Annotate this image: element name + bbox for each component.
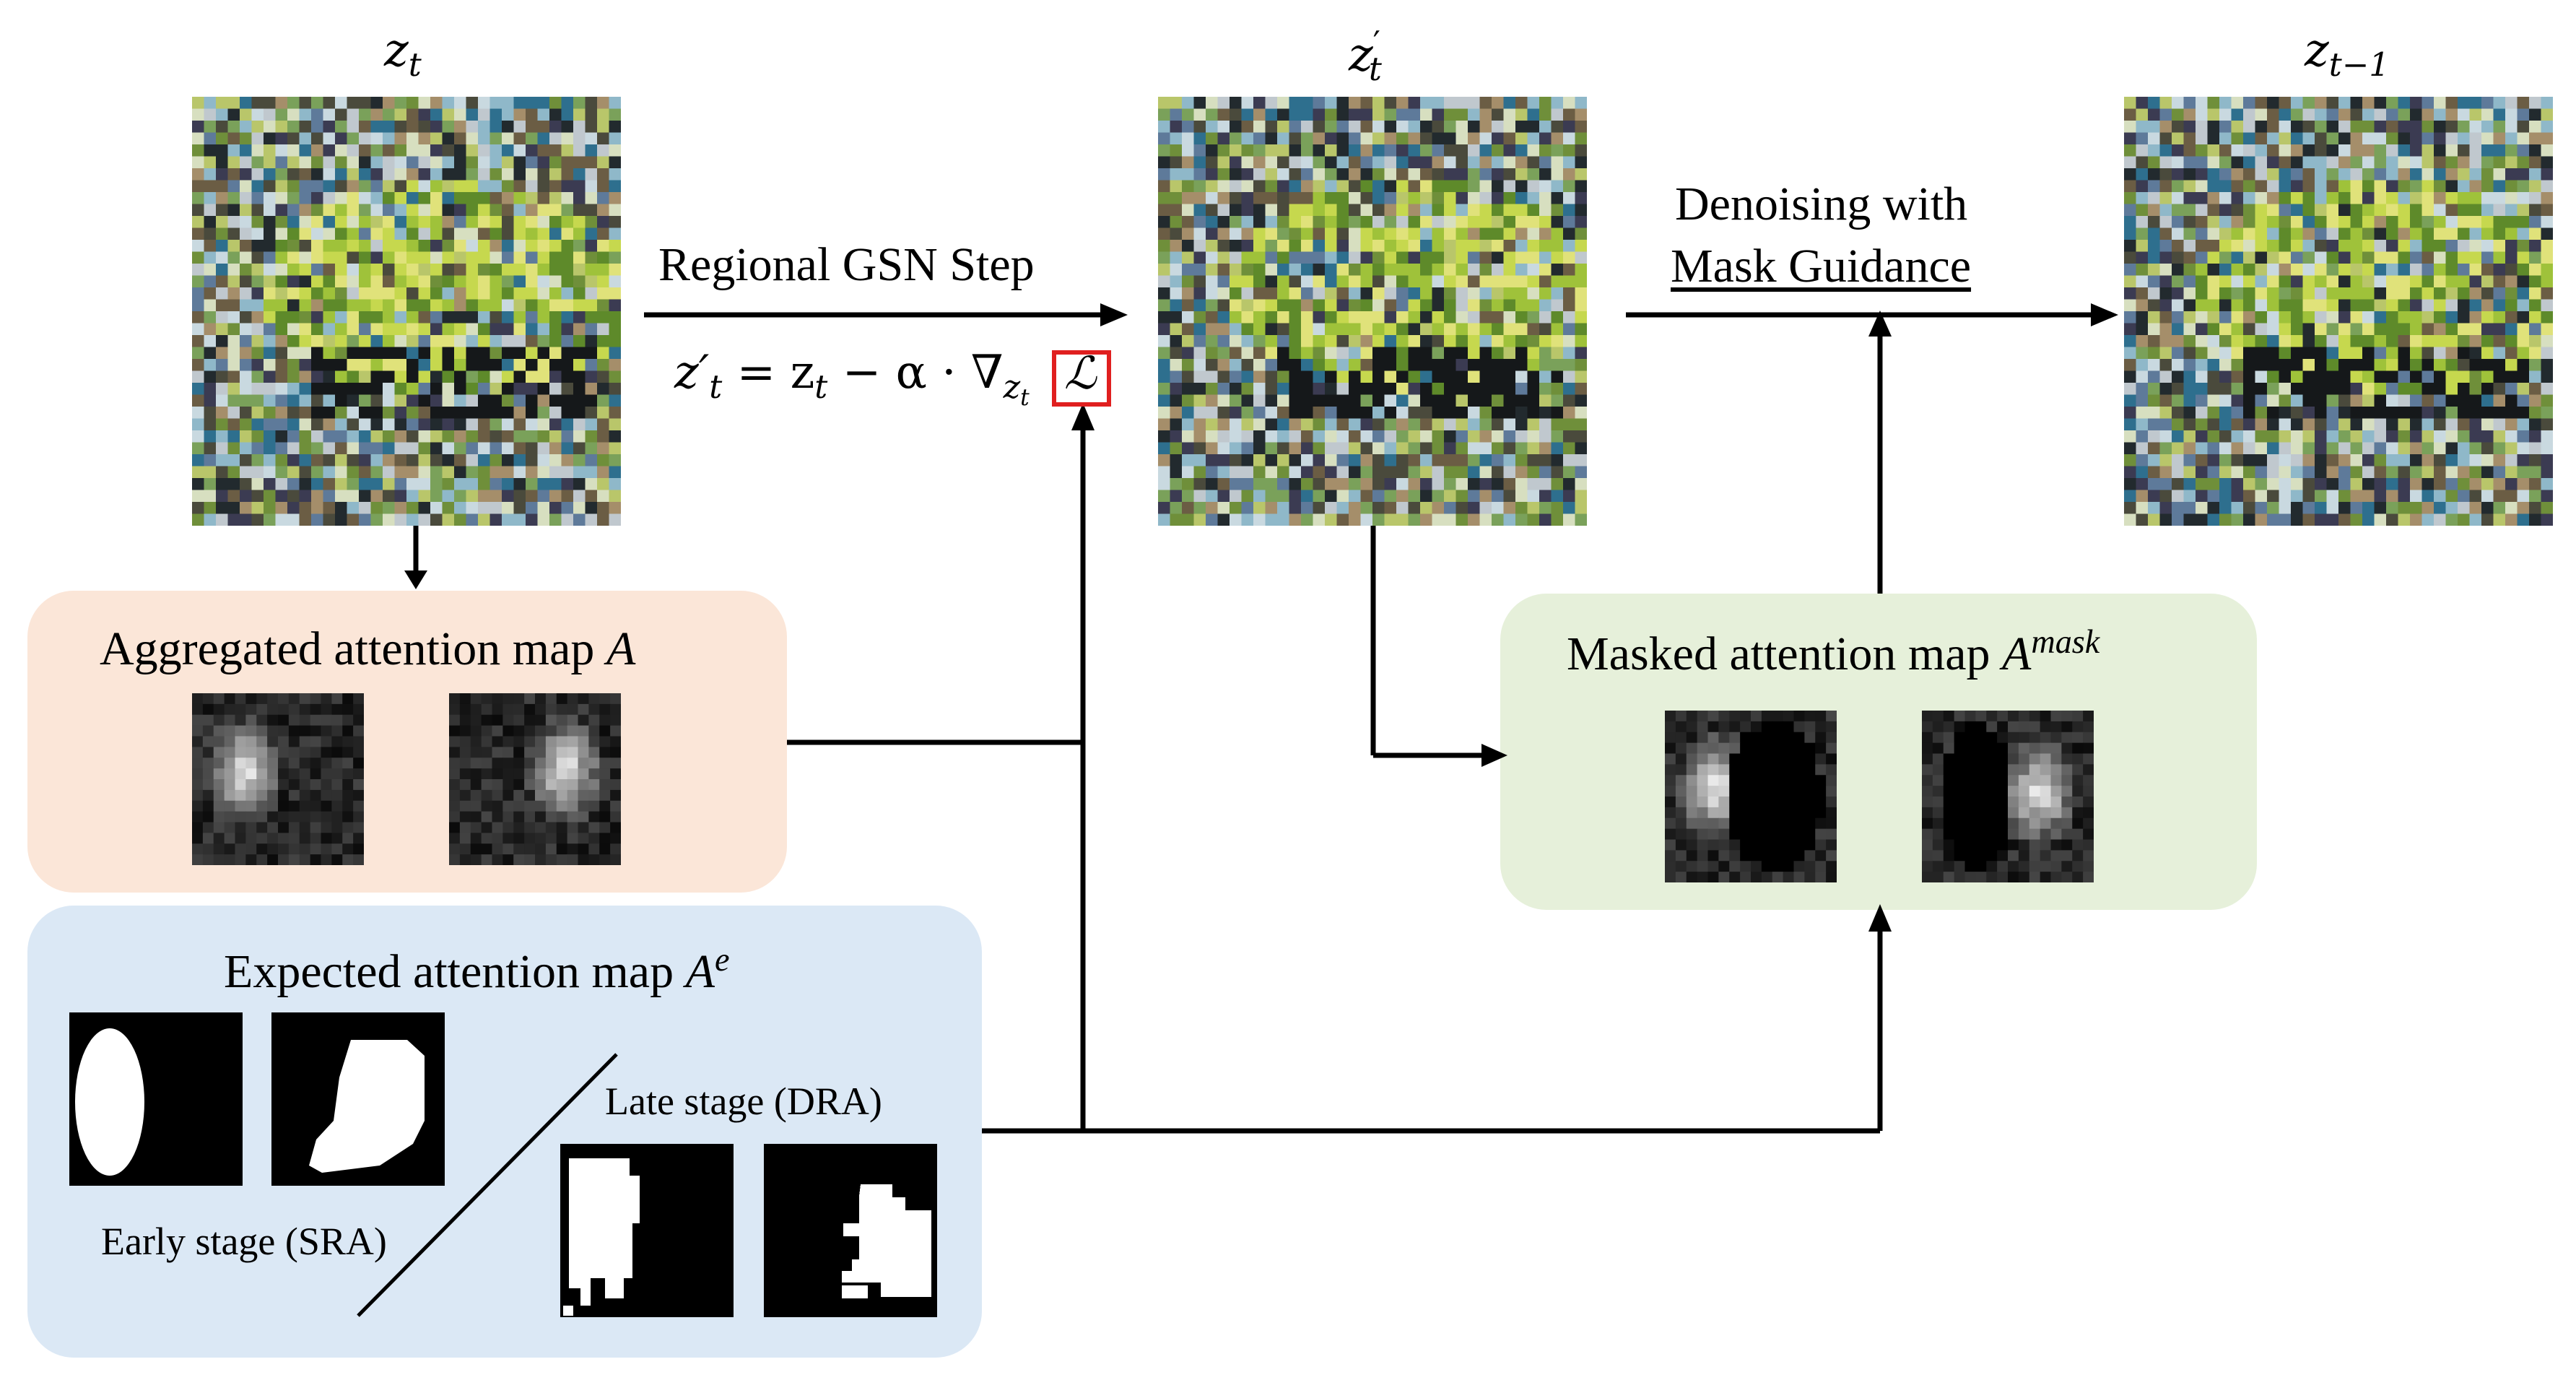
- arrowhead-masked-from-expected: [1868, 904, 1892, 932]
- denoise-line-2: Mask Guidance: [1671, 240, 1972, 292]
- update-rule-grad-sub-sub: t: [1020, 384, 1030, 411]
- arrowhead-gsn: [1100, 303, 1128, 326]
- early-mask-1: [69, 1012, 243, 1186]
- masked-symbol: A: [2002, 628, 2032, 680]
- update-rule-lhs: z′: [674, 346, 710, 399]
- arrowhead-zt-aggregated: [404, 570, 427, 589]
- aggregated-heatmap-1: [192, 693, 364, 865]
- latent-zt-prime-label: z′t: [1349, 24, 1382, 89]
- regional-gsn-title: Regional GSN Step: [658, 238, 1035, 291]
- latent-zt-minus-1-label: zt−1: [2305, 24, 2390, 84]
- aggregated-title: Aggregated attention map A: [100, 625, 635, 673]
- arrowhead-masked-from-zt: [1481, 744, 1507, 767]
- stage-separator-line: [357, 1053, 618, 1317]
- aggregated-attention-panel: [27, 591, 787, 893]
- update-rule-lhs-sub: t: [709, 367, 723, 406]
- masked-sup: mask: [2031, 623, 2100, 660]
- denoise-line-1: Denoising with: [1675, 178, 1968, 230]
- update-rule: z′t = zt − α · ∇zt: [674, 350, 1030, 409]
- masked-heatmap-1: [1665, 711, 1837, 882]
- early-mask-2: [271, 1012, 445, 1186]
- loss-symbol: ℒ: [1064, 347, 1097, 399]
- aggregated-heatmap-2: [449, 693, 621, 865]
- loss-highlight-box: [1052, 350, 1111, 407]
- expected-symbol: A: [685, 945, 715, 998]
- aggregated-symbol: A: [606, 622, 636, 675]
- arrowhead-loss: [1071, 403, 1095, 430]
- update-rule-rhs-a: = z: [736, 346, 815, 399]
- aggregated-title-text: Aggregated attention map: [100, 622, 606, 675]
- expected-title-text: Expected attention map: [224, 945, 686, 998]
- update-rule-grad-sub: z: [1003, 367, 1021, 406]
- update-rule-rhs-a-sub: t: [814, 367, 828, 406]
- latent-zt-label: zt: [384, 24, 422, 84]
- late-mask-2: [764, 1144, 937, 1317]
- arrowhead-denoise-guidance: [1868, 311, 1892, 337]
- masked-heatmap-2: [1922, 711, 2094, 882]
- expected-title: Expected attention map Ae: [224, 941, 730, 998]
- arrowhead-denoise: [2091, 303, 2118, 326]
- update-rule-rhs-b: − α · ∇: [827, 346, 1004, 399]
- latent-zt-minus-1-image: [2124, 97, 2553, 526]
- masked-attention-panel: [1500, 594, 2257, 910]
- masked-title-text: Masked attention map: [1567, 628, 2003, 680]
- masked-title: Masked attention map Amask: [1567, 625, 2099, 678]
- late-mask-1: [560, 1144, 734, 1317]
- late-stage-label: Late stage (DRA): [605, 1080, 882, 1123]
- latent-zt-image: [192, 97, 621, 526]
- expected-sup: e: [714, 941, 730, 978]
- latent-zt-prime-image: [1158, 97, 1587, 526]
- early-stage-label: Early stage (SRA): [101, 1220, 387, 1263]
